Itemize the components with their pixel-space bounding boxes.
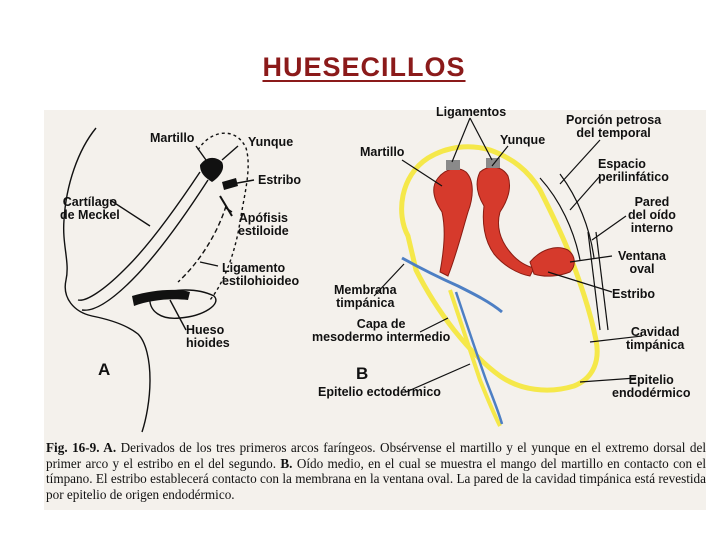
- stapes-bone: [530, 248, 574, 277]
- label-apofisis-estiloide: Apófisis estiloide: [238, 212, 289, 238]
- label-estribo-a: Estribo: [258, 174, 301, 187]
- label-ventana-line2: oval: [618, 263, 666, 276]
- label-pared-oido-interno: Pared del oído interno: [628, 196, 676, 235]
- label-epitelio-endodermico: Epitelio endodérmico: [612, 374, 691, 400]
- label-estribo-b: Estribo: [612, 288, 655, 301]
- label-capa-mesodermo: Capa de mesodermo intermedio: [312, 318, 450, 344]
- hyoid-bone: [132, 290, 190, 306]
- caption-label-b: B.: [280, 456, 292, 471]
- incus-bone-a: [200, 158, 223, 182]
- label-endodermico-line2: endodérmico: [612, 387, 691, 400]
- label-capa-line2: mesodermo intermedio: [312, 331, 450, 344]
- label-ligamento-line2: estilohioideo: [222, 275, 299, 288]
- label-pared-line3: interno: [628, 222, 676, 235]
- label-cartilago-line2: de Meckel: [60, 209, 120, 222]
- label-porcion-petrosa: Porción petrosa del temporal: [566, 114, 661, 140]
- incus-bone: [477, 167, 534, 276]
- label-porcion-line2: del temporal: [566, 127, 661, 140]
- label-espacio-line2: perilinfático: [598, 171, 669, 184]
- caption-figure-label: Fig. 16-9. A.: [46, 440, 116, 455]
- label-yunque-a: Yunque: [248, 136, 293, 149]
- label-cavidad-timpanica: Cavidad timpánica: [626, 326, 684, 352]
- label-ventana-oval: Ventana oval: [618, 250, 666, 276]
- panel-b-letter: B: [356, 364, 368, 384]
- meckel-cartilage: [78, 172, 200, 300]
- label-ligamentos: Ligamentos: [436, 106, 506, 119]
- label-membrana-timpanica: Membrana timpánica: [334, 284, 397, 310]
- label-martillo-b: Martillo: [360, 146, 404, 159]
- label-epitelio-ectodermico: Epitelio ectodérmico: [318, 386, 441, 399]
- panel-a-letter: A: [98, 360, 110, 380]
- label-yunque-b: Yunque: [500, 134, 545, 147]
- label-hueso-hioides: Hueso hioides: [186, 324, 230, 350]
- label-cavidad-line2: timpánica: [626, 339, 684, 352]
- label-hueso-line2: hioides: [186, 337, 230, 350]
- head-outline: [64, 128, 150, 432]
- ligament-cap-1: [446, 160, 460, 170]
- label-martillo-a: Martillo: [150, 132, 194, 145]
- label-membrana-line2: timpánica: [334, 297, 397, 310]
- ectodermal-epithelium: [450, 290, 500, 426]
- label-cartilago-meckel: Cartílago de Meckel: [60, 196, 120, 222]
- label-ligamento-estilohioideo: Ligamento estilohioideo: [222, 262, 299, 288]
- stylohyoid-ligament: [178, 206, 226, 282]
- label-apofisis-line2: estiloide: [238, 225, 289, 238]
- figure-caption: Fig. 16-9. A. Derivados de los tres prim…: [46, 440, 706, 502]
- label-espacio-perilinfatico: Espacio perilinfático: [598, 158, 669, 184]
